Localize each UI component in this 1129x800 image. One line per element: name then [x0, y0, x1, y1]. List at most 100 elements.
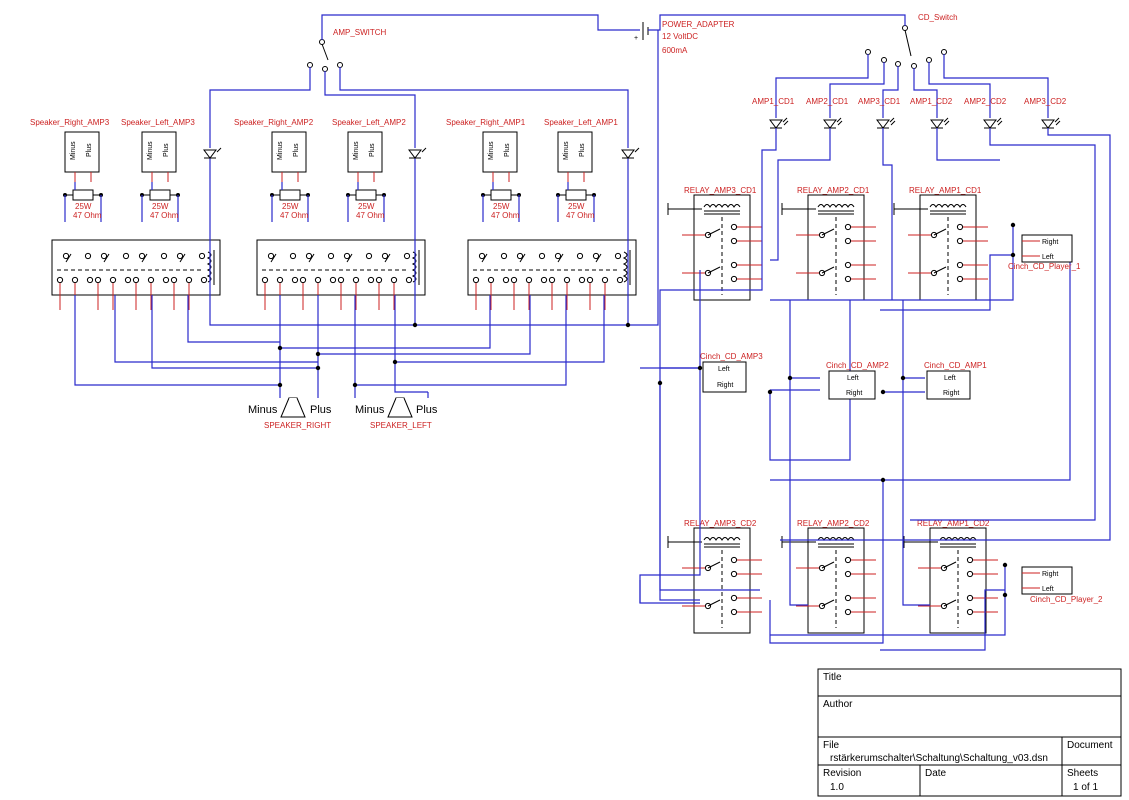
- amp-switch-label: AMP_SWITCH: [333, 28, 387, 37]
- led: AMP2_CD1: [806, 97, 849, 129]
- cinch-amp1-label: Cinch_CD_AMP1: [924, 361, 987, 370]
- revision-value: 1.0: [830, 782, 844, 793]
- speaker-connector-label: Speaker_Right_AMP1: [446, 118, 526, 127]
- revision-label: Revision: [823, 768, 861, 779]
- resistor-value: 47 Ohm: [566, 211, 595, 220]
- cinch-player1-label: Cinch_CD_Player_1: [1008, 262, 1081, 271]
- cd-relay-label: RELAY_AMP1_CD1: [909, 186, 982, 195]
- led-label: AMP3_CD1: [858, 97, 901, 106]
- speaker-connector-label: Speaker_Right_AMP3: [30, 118, 110, 127]
- resistor-value: 47 Ohm: [280, 211, 309, 220]
- speaker-right-plus: Plus: [310, 404, 332, 416]
- led-group: AMP1_CD1 AMP2_CD1 AMP3_CD1 AMP1_CD2 AMP2_CD2…: [203, 97, 1067, 159]
- resistor-power: 25W: [358, 202, 375, 211]
- cinch-player2-right: Right: [1042, 571, 1058, 578]
- speaker-right: Minus Plus SPEAKER_RIGHT: [248, 397, 332, 430]
- cd-relay-label: RELAY_AMP3_CD1: [684, 186, 757, 195]
- led-label: AMP2_CD1: [806, 97, 849, 106]
- document-label: Document: [1067, 740, 1113, 751]
- resistor-power: 25W: [493, 202, 510, 211]
- power-current-label: 600mA: [662, 46, 688, 55]
- cd-relay: RELAY_AMP2_CD1: [781, 186, 876, 301]
- speaker-left-label: SPEAKER_LEFT: [370, 421, 432, 430]
- sheets-value: 1 of 1: [1073, 782, 1098, 793]
- led-label: AMP2_CD2: [964, 97, 1007, 106]
- led-label: AMP3_CD2: [1024, 97, 1067, 106]
- pin-minus-label: Minus: [147, 141, 154, 160]
- cinch-cd-amp3: Cinch_CD_AMP3 Left Right: [700, 352, 763, 393]
- cd-relay: RELAY_AMP2_CD2: [781, 519, 876, 634]
- cd-relay: RELAY_AMP3_CD2: [667, 519, 762, 634]
- cinch-amp2-left: Left: [847, 375, 859, 382]
- speaker-connector-label: Speaker_Left_AMP1: [544, 118, 618, 127]
- resistor-value: 47 Ohm: [491, 211, 520, 220]
- resistor-value: 47 Ohm: [356, 211, 385, 220]
- power-adapter-label: POWER_ADAPTER: [662, 20, 735, 29]
- title-label: Title: [823, 672, 842, 683]
- pin-plus-label: Plus: [369, 143, 376, 157]
- speaker-right-minus: Minus: [248, 404, 278, 416]
- pin-minus-label: Minus: [70, 141, 77, 160]
- resistor-value: 47 Ohm: [73, 211, 102, 220]
- speaker-left-minus: Minus: [355, 404, 385, 416]
- power-adapter: + POWER_ADAPTER 12 VoltDC 600mA: [634, 20, 735, 55]
- cinch-cd-amp2: Cinch_CD_AMP2 Left Right: [826, 361, 889, 400]
- amp-led: [621, 147, 640, 159]
- title-block: Title Author File rstärkerumschalter\Sch…: [817, 668, 1122, 797]
- cd-relay-label: RELAY_AMP3_CD2: [684, 519, 757, 528]
- cinch-amp3-left: Left: [718, 366, 730, 373]
- cinch-amp2-label: Cinch_CD_AMP2: [826, 361, 889, 370]
- cinch-cd-player-1: Right Left Cinch_CD_Player_1: [1008, 234, 1081, 271]
- cd-relay-label: RELAY_AMP2_CD2: [797, 519, 870, 528]
- pin-plus-label: Plus: [579, 143, 586, 157]
- speaker-left-plus: Plus: [416, 404, 438, 416]
- speaker-connector-label: Speaker_Left_AMP2: [332, 118, 406, 127]
- pin-minus-label: Minus: [353, 141, 360, 160]
- cinch-amp2-right: Right: [846, 390, 862, 397]
- resistor-power: 25W: [282, 202, 299, 211]
- file-label: File: [823, 740, 840, 751]
- resistor-value: 47 Ohm: [150, 211, 179, 220]
- file-value: rstärkerumschalter\Schaltung\Schaltung_v…: [830, 753, 1048, 764]
- cd-switch-label: CD_Switch: [918, 13, 958, 22]
- cinch-player2-left: Left: [1042, 586, 1054, 593]
- led-label: AMP1_CD2: [910, 97, 953, 106]
- cinch-player2-label: Cinch_CD_Player_2: [1030, 595, 1103, 604]
- svg-text:+: +: [634, 35, 638, 42]
- cd-relay: RELAY_AMP3_CD1: [667, 186, 762, 301]
- speaker-right-label: SPEAKER_RIGHT: [264, 421, 331, 430]
- amp-relay-group: [51, 239, 637, 310]
- resistor-power: 25W: [152, 202, 169, 211]
- cinch-cd-amp1: Cinch_CD_AMP1 Left Right: [924, 361, 987, 400]
- amp-led: [408, 147, 427, 159]
- cd-switch: CD_Switch: [865, 13, 958, 69]
- author-label: Author: [823, 699, 853, 710]
- cinch-amp3-right: Right: [717, 382, 733, 389]
- speaker-left: Minus Plus SPEAKER_LEFT: [355, 397, 438, 430]
- cinch-amp1-left: Left: [944, 375, 956, 382]
- led: AMP1_CD1: [752, 97, 795, 129]
- cd-relay-label: RELAY_AMP1_CD2: [917, 519, 990, 528]
- led: AMP1_CD2: [910, 97, 953, 129]
- amp-relay-block: [51, 239, 221, 310]
- cinch-amp1-right: Right: [943, 390, 959, 397]
- pin-minus-label: Minus: [277, 141, 284, 160]
- cd-relay: RELAY_AMP1_CD1: [893, 186, 988, 301]
- cd-relay-label: RELAY_AMP2_CD1: [797, 186, 870, 195]
- speaker-connector-label: Speaker_Left_AMP3: [121, 118, 195, 127]
- date-label: Date: [925, 768, 947, 779]
- led: AMP3_CD2: [1024, 97, 1067, 129]
